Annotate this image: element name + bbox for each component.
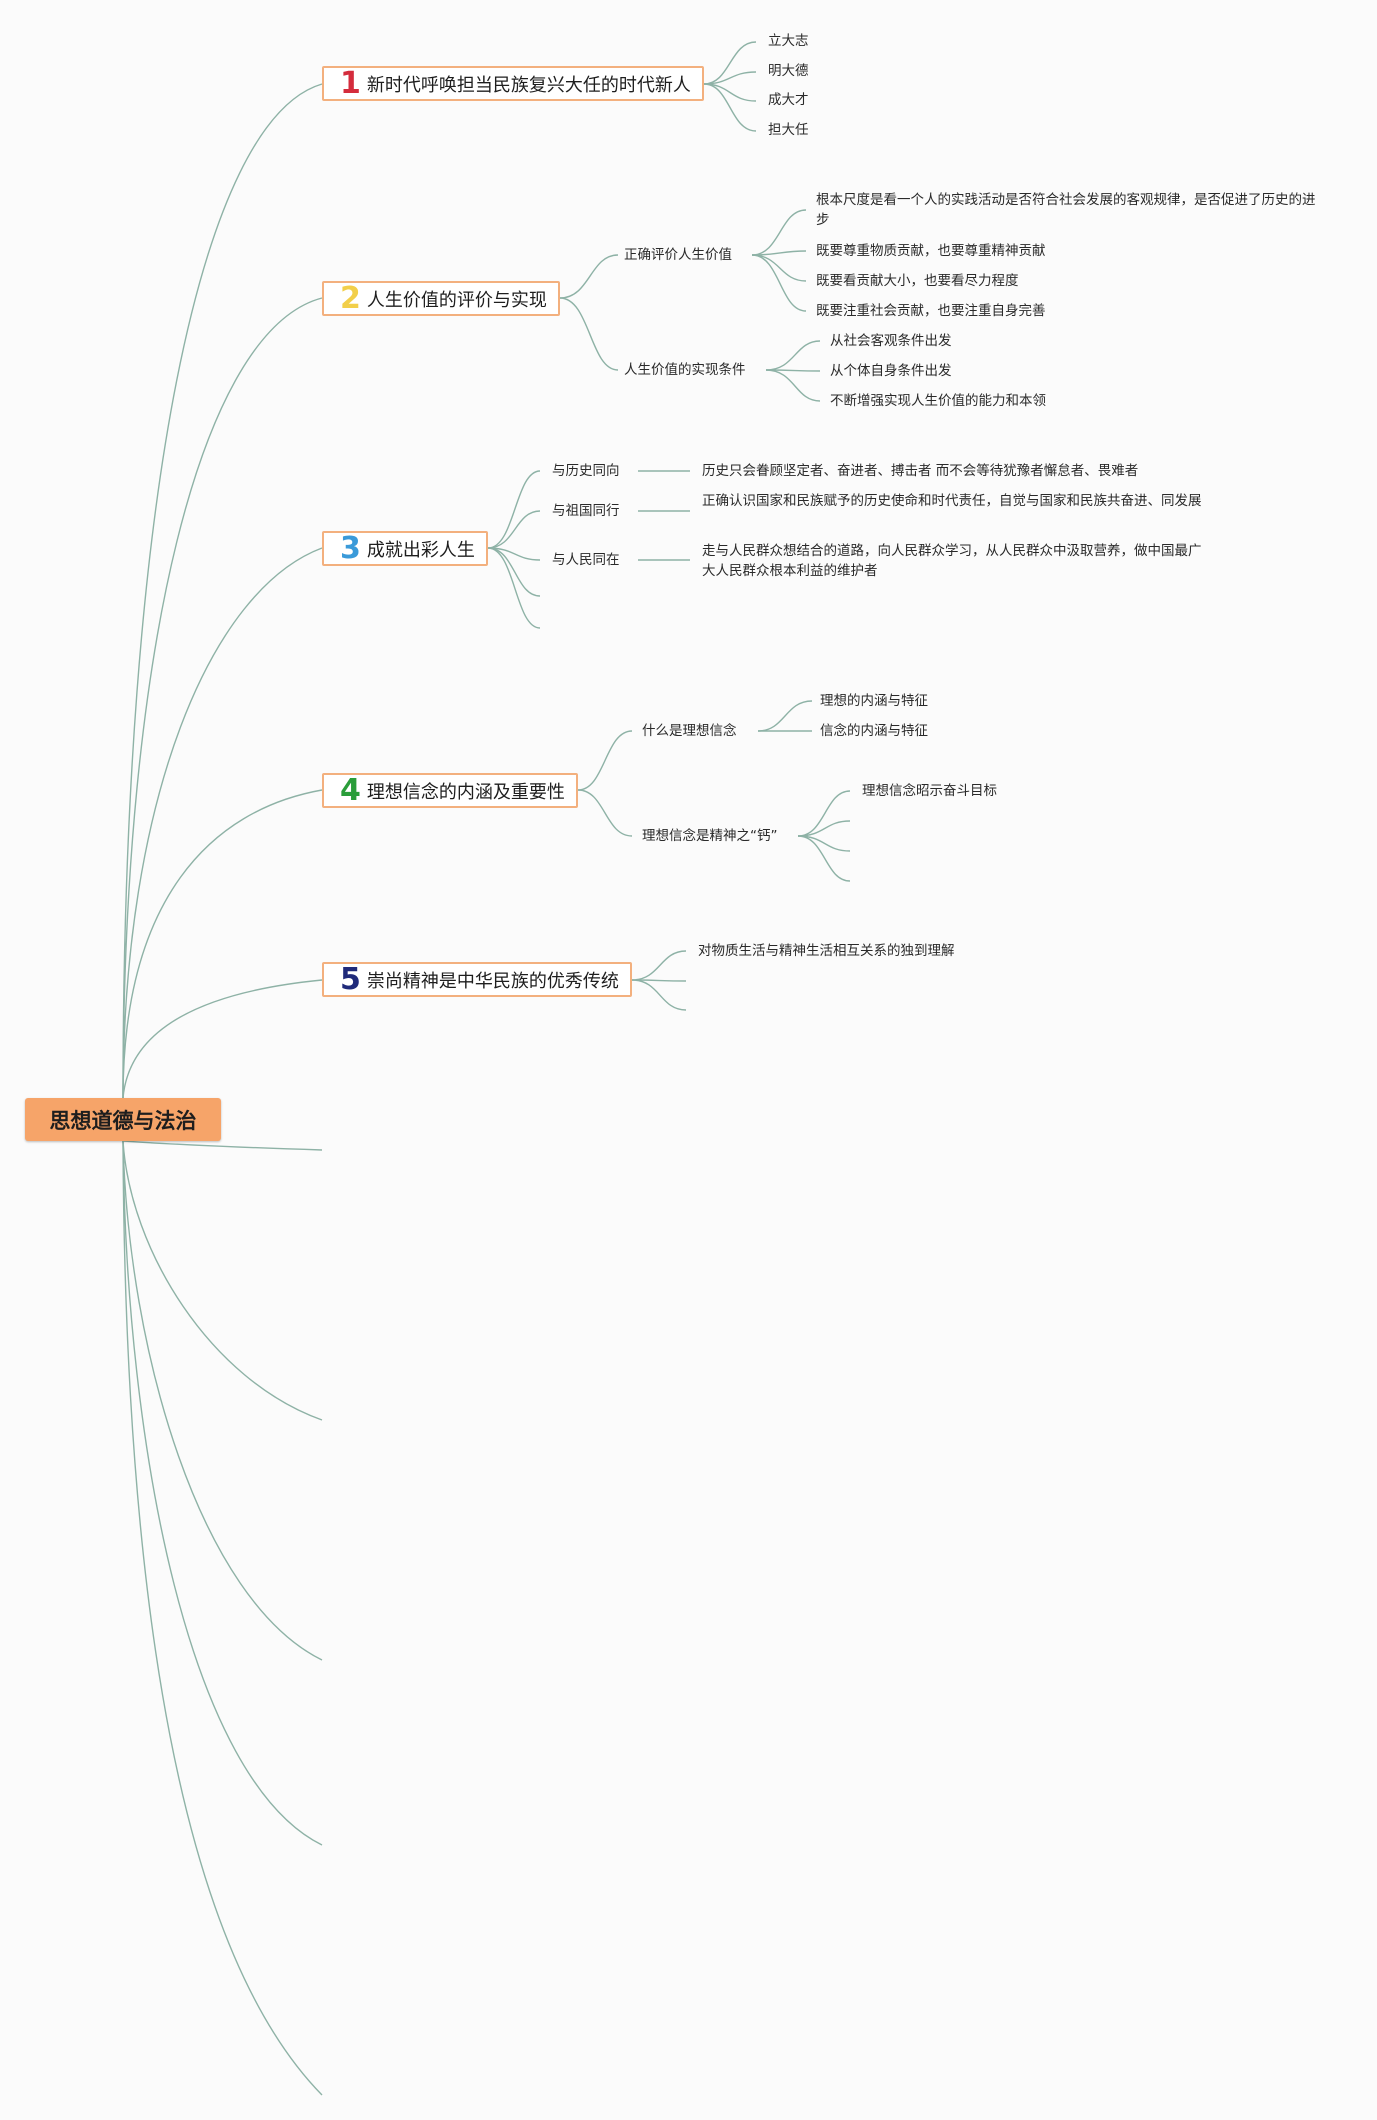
subtopic[interactable]: 与人民同在 xyxy=(552,552,620,568)
topic-1[interactable]: 1 新时代呼唤担当民族复兴大任的时代新人 xyxy=(322,66,704,101)
subtopic[interactable]: 与祖国同行 xyxy=(552,503,620,519)
topic-2[interactable]: 2 人生价值的评价与实现 xyxy=(322,281,560,316)
topic-4[interactable]: 4 理想信念的内涵及重要性 xyxy=(322,773,578,808)
topic-number: 5 xyxy=(340,961,361,997)
subtopic[interactable]: 与历史同向 xyxy=(552,463,620,479)
leaf-topic[interactable]: 理想信念昭示奋斗目标 xyxy=(862,783,997,799)
leaf-topic[interactable]: 既要尊重物质贡献，也要尊重精神贡献 xyxy=(816,243,1046,259)
topic-number: 3 xyxy=(340,530,361,566)
topic-3[interactable]: 3 成就出彩人生 xyxy=(322,531,488,566)
topic-5[interactable]: 5 崇尚精神是中华民族的优秀传统 xyxy=(322,962,632,997)
topic-number: 1 xyxy=(340,65,361,101)
subtopic[interactable]: 理想信念是精神之“钙” xyxy=(642,828,778,844)
leaf-topic[interactable]: 历史只会眷顾坚定者、奋进者、搏击者 而不会等待犹豫者懈怠者、畏难者 xyxy=(702,463,1139,479)
leaf-topic[interactable]: 正确认识国家和民族赋予的历史使命和时代责任，自觉与国家和民族共奋进、同发展 xyxy=(702,493,1202,509)
topic-label: 崇尚精神是中华民族的优秀传统 xyxy=(366,970,619,992)
root-topic[interactable]: 思想道德与法治 xyxy=(25,1098,221,1141)
topic-label: 理想信念的内涵及重要性 xyxy=(366,781,565,803)
leaf-topic[interactable]: 理想的内涵与特征 xyxy=(820,693,928,709)
leaf-topic[interactable]: 走与人民群众想结合的道路，向人民群众学习，从人民群众中汲取营养，做中国最广大人民… xyxy=(702,543,1202,579)
topic-label: 新时代呼唤担当民族复兴大任的时代新人 xyxy=(366,74,691,96)
leaf-topic[interactable]: 从社会客观条件出发 xyxy=(830,333,952,349)
leaf-topic[interactable]: 从个体自身条件出发 xyxy=(830,363,952,379)
subtopic[interactable]: 正确评价人生价值 xyxy=(624,247,732,263)
topic-label: 成就出彩人生 xyxy=(366,539,475,561)
subtopic[interactable]: 立大志 xyxy=(768,33,809,49)
subtopic[interactable]: 明大德 xyxy=(768,63,809,79)
topic-number: 2 xyxy=(340,280,361,316)
leaf-topic[interactable]: 既要注重社会贡献，也要注重自身完善 xyxy=(816,303,1046,319)
leaf-topic[interactable]: 不断增强实现人生价值的能力和本领 xyxy=(830,393,1046,409)
subtopic[interactable]: 担大任 xyxy=(768,122,809,138)
subtopic[interactable]: 什么是理想信念 xyxy=(642,723,737,739)
leaf-topic[interactable]: 信念的内涵与特征 xyxy=(820,723,928,739)
topic-label: 人生价值的评价与实现 xyxy=(366,289,547,311)
leaf-topic[interactable]: 根本尺度是看一个人的实践活动是否符合社会发展的客观规律，是否促进了历史的进步 xyxy=(816,192,1316,228)
subtopic[interactable]: 人生价值的实现条件 xyxy=(624,362,746,378)
subtopic[interactable]: 对物质生活与精神生活相互关系的独到理解 xyxy=(698,943,955,959)
leaf-topic[interactable]: 既要看贡献大小，也要看尽力程度 xyxy=(816,273,1019,289)
topic-number: 4 xyxy=(340,772,361,808)
subtopic[interactable]: 成大才 xyxy=(768,92,809,108)
